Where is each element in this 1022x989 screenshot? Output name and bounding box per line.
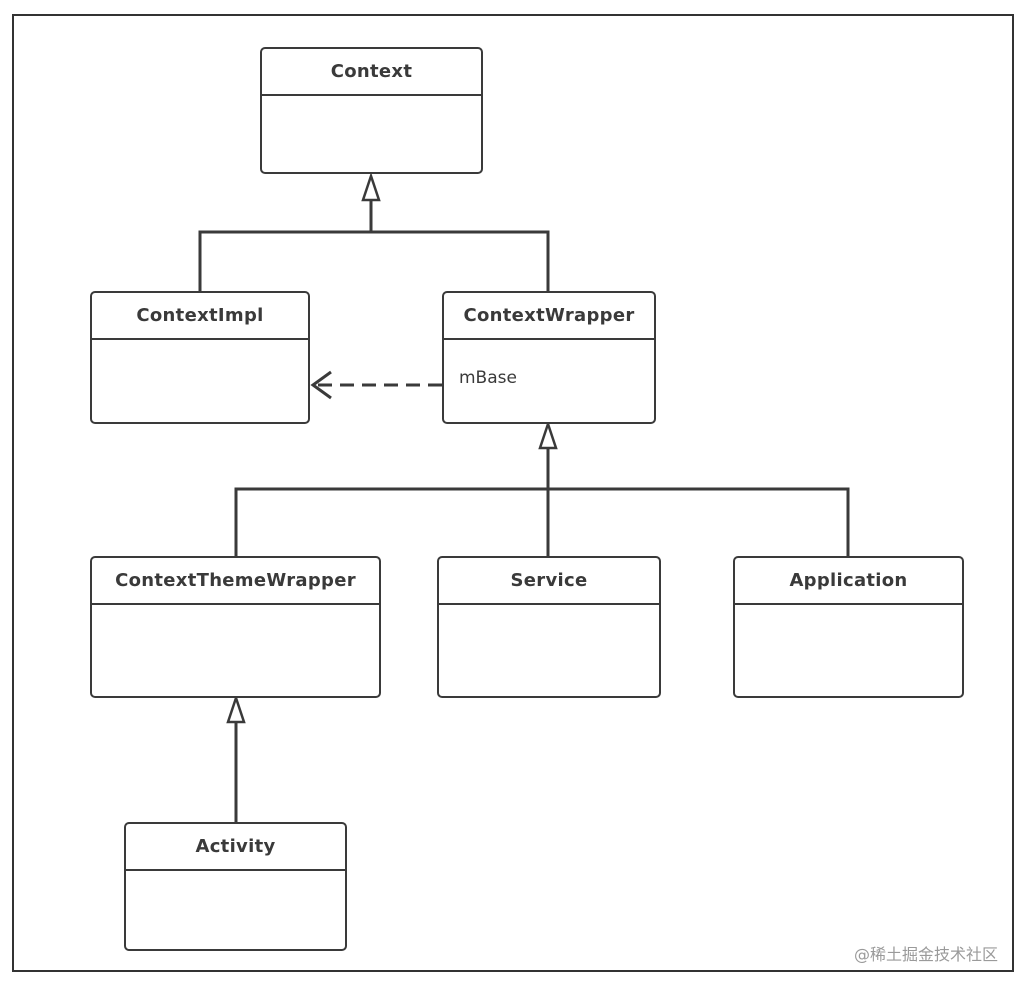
- generalization-arrowhead-context: [361, 172, 381, 202]
- attribute-mbase: mBase: [459, 368, 517, 388]
- generalization-branch-wrapper: [234, 487, 850, 556]
- class-box-application: Application: [733, 556, 964, 698]
- class-name-context-theme-wrapper: ContextThemeWrapper: [92, 558, 379, 605]
- class-name-activity: Activity: [126, 824, 345, 871]
- class-box-context-wrapper: ContextWrapper mBase: [442, 291, 656, 424]
- class-box-context-theme-wrapper: ContextThemeWrapper: [90, 556, 381, 698]
- class-name-context: Context: [262, 49, 481, 96]
- class-name-context-wrapper: ContextWrapper: [444, 293, 654, 340]
- class-name-context-impl: ContextImpl: [92, 293, 308, 340]
- class-box-activity: Activity: [124, 822, 347, 951]
- generalization-arrowhead-theme-wrapper: [226, 694, 246, 724]
- class-box-service: Service: [437, 556, 661, 698]
- generalization-arrowhead-wrapper: [538, 420, 558, 450]
- watermark: @稀土掘金技术社区: [853, 945, 998, 964]
- class-name-application: Application: [735, 558, 962, 605]
- class-box-context: Context: [260, 47, 483, 174]
- class-name-service: Service: [439, 558, 659, 605]
- dependency-arrowhead: [310, 370, 332, 400]
- generalization-branch-context: [198, 230, 550, 291]
- class-box-context-impl: ContextImpl: [90, 291, 310, 424]
